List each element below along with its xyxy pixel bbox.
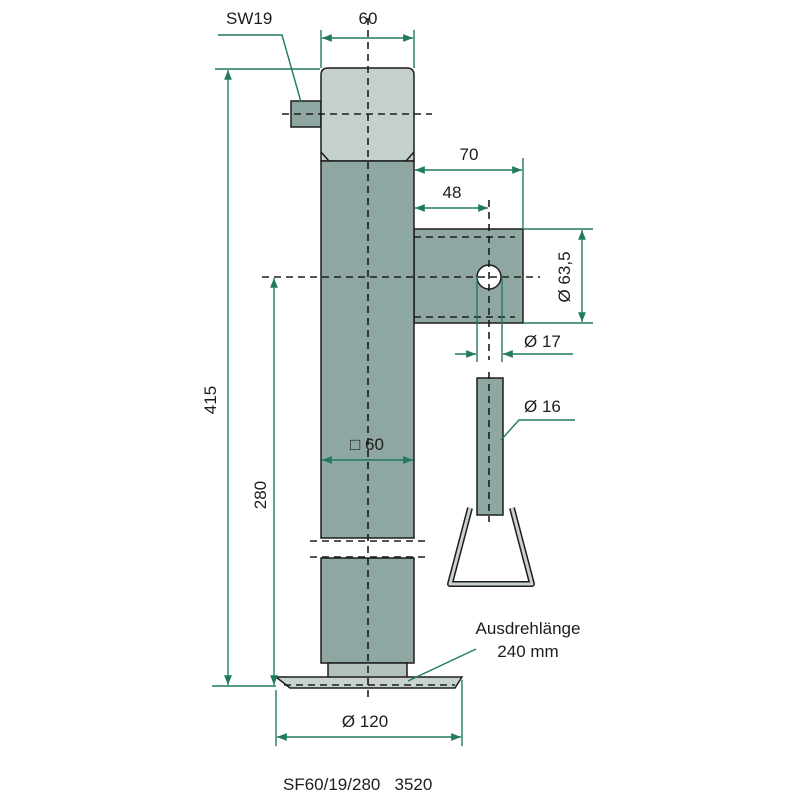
upper-tube: [320, 160, 415, 539]
sw19-label: SW19: [226, 9, 272, 28]
pin-handle: [447, 507, 535, 587]
overall-height-label: 415: [201, 386, 220, 414]
extension-label: Ausdrehlänge: [476, 619, 581, 638]
foot-plate: [273, 676, 464, 689]
hole-diameter-label: Ø 17: [524, 332, 561, 351]
side-bracket-tube: [413, 228, 524, 324]
bracket-length-label: 70: [460, 145, 479, 164]
lower-height-label: 280: [251, 481, 270, 509]
dimension-lines: [212, 30, 593, 746]
top-width-label: 60: [359, 9, 378, 28]
centerlines: [262, 18, 540, 700]
jack-body: [273, 67, 535, 689]
tube-diameter-label: Ø 63,5: [555, 251, 574, 302]
square-tube-label: □ 60: [350, 435, 384, 454]
pin-diameter-label: Ø 16: [524, 397, 561, 416]
foot-diameter-label: Ø 120: [342, 712, 388, 731]
extension-value: 240 mm: [497, 642, 558, 661]
hole-offset-label: 48: [443, 183, 462, 202]
part-code: SF60/19/280 3520: [283, 775, 432, 794]
locking-pin: [476, 377, 504, 516]
